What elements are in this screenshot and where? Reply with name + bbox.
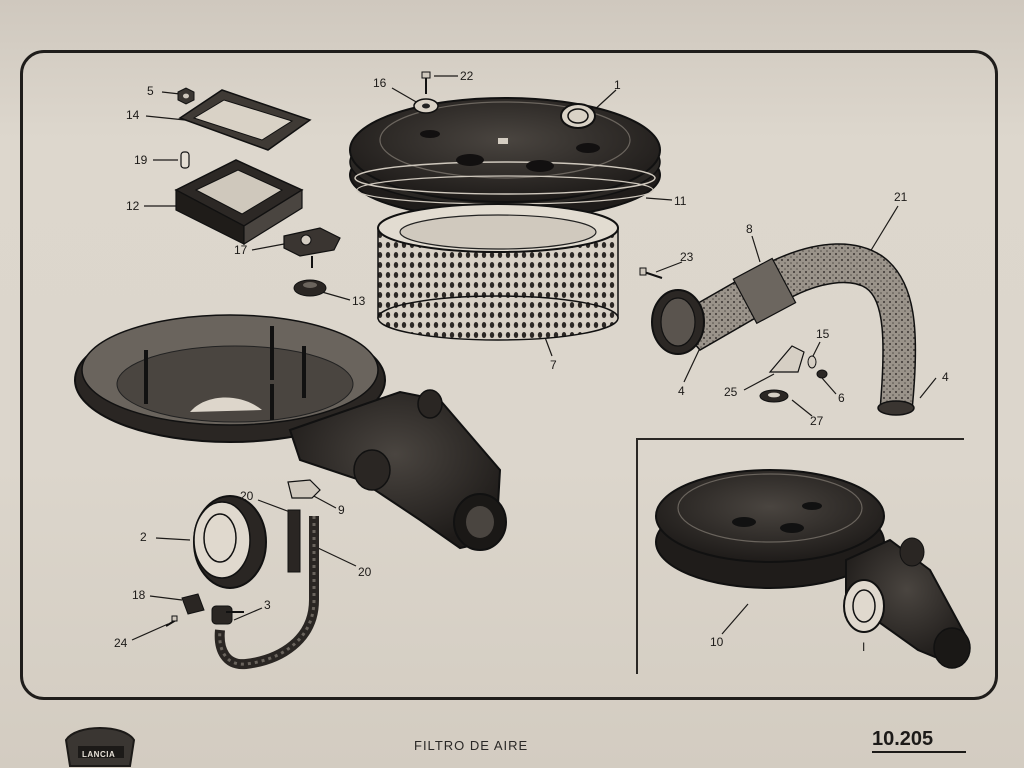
callout-4-duct: 4 xyxy=(678,384,685,398)
brand-emblem xyxy=(64,727,136,767)
callout-16: 16 xyxy=(373,76,387,90)
callout-27: 27 xyxy=(810,414,824,428)
callout-9: 9 xyxy=(338,503,345,517)
part-valve-cap xyxy=(193,495,267,589)
callout-13: 13 xyxy=(352,294,366,308)
callout-I: I xyxy=(862,640,866,654)
callout-15: 15 xyxy=(816,327,830,341)
part-clamp xyxy=(283,227,341,268)
part-small-screw xyxy=(165,615,178,627)
part-screw xyxy=(639,267,663,279)
callout-8: 8 xyxy=(746,222,753,236)
callout-5: 5 xyxy=(147,84,154,98)
part-gasket xyxy=(178,89,312,151)
part-spacer-flange xyxy=(174,159,304,246)
callout-10: 10 xyxy=(710,635,724,649)
callout-3: 3 xyxy=(264,598,271,612)
part-filter-element xyxy=(377,203,619,341)
part-hose-clamp xyxy=(211,605,244,625)
callout-19: 19 xyxy=(134,153,148,167)
callout-12: 12 xyxy=(126,199,140,213)
part-grommet xyxy=(293,279,327,297)
part-pin xyxy=(180,151,190,169)
assembled-air-filter xyxy=(655,469,971,669)
sheet-code: 10.205 xyxy=(872,728,934,750)
part-bracket-hardware xyxy=(759,345,828,403)
part-lower-housing xyxy=(74,314,507,551)
part-intake-hose xyxy=(651,243,917,416)
part-clip xyxy=(287,479,321,499)
callout-20-lower: 20 xyxy=(358,565,372,579)
callout-18: 18 xyxy=(132,588,146,602)
callout-4-hose: 4 xyxy=(942,370,949,384)
part-top-cover xyxy=(349,71,661,220)
drawing-frame xyxy=(20,50,998,700)
callout-11: 11 xyxy=(674,194,687,208)
sheet-code-underline xyxy=(872,751,966,753)
callout-20-upper: 20 xyxy=(240,489,254,503)
callout-24: 24 xyxy=(114,636,128,650)
part-rubber-block xyxy=(181,593,205,615)
callout-23: 23 xyxy=(680,250,694,264)
callout-22: 22 xyxy=(460,69,474,83)
part-nut xyxy=(177,87,195,105)
callout-7: 7 xyxy=(550,358,557,372)
callout-2: 2 xyxy=(140,530,147,544)
assembled-view-frame xyxy=(636,438,964,674)
part-vent-hoses xyxy=(214,509,319,670)
callout-17: 17 xyxy=(234,243,248,257)
callout-25: 25 xyxy=(724,385,738,399)
brand-name: LANCIA xyxy=(82,750,116,759)
callout-14: 14 xyxy=(126,108,140,122)
callout-6: 6 xyxy=(838,391,845,405)
sheet-title: FILTRO DE AIRE xyxy=(414,738,529,753)
callout-1: 1 xyxy=(614,78,621,92)
callout-21: 21 xyxy=(894,190,908,204)
